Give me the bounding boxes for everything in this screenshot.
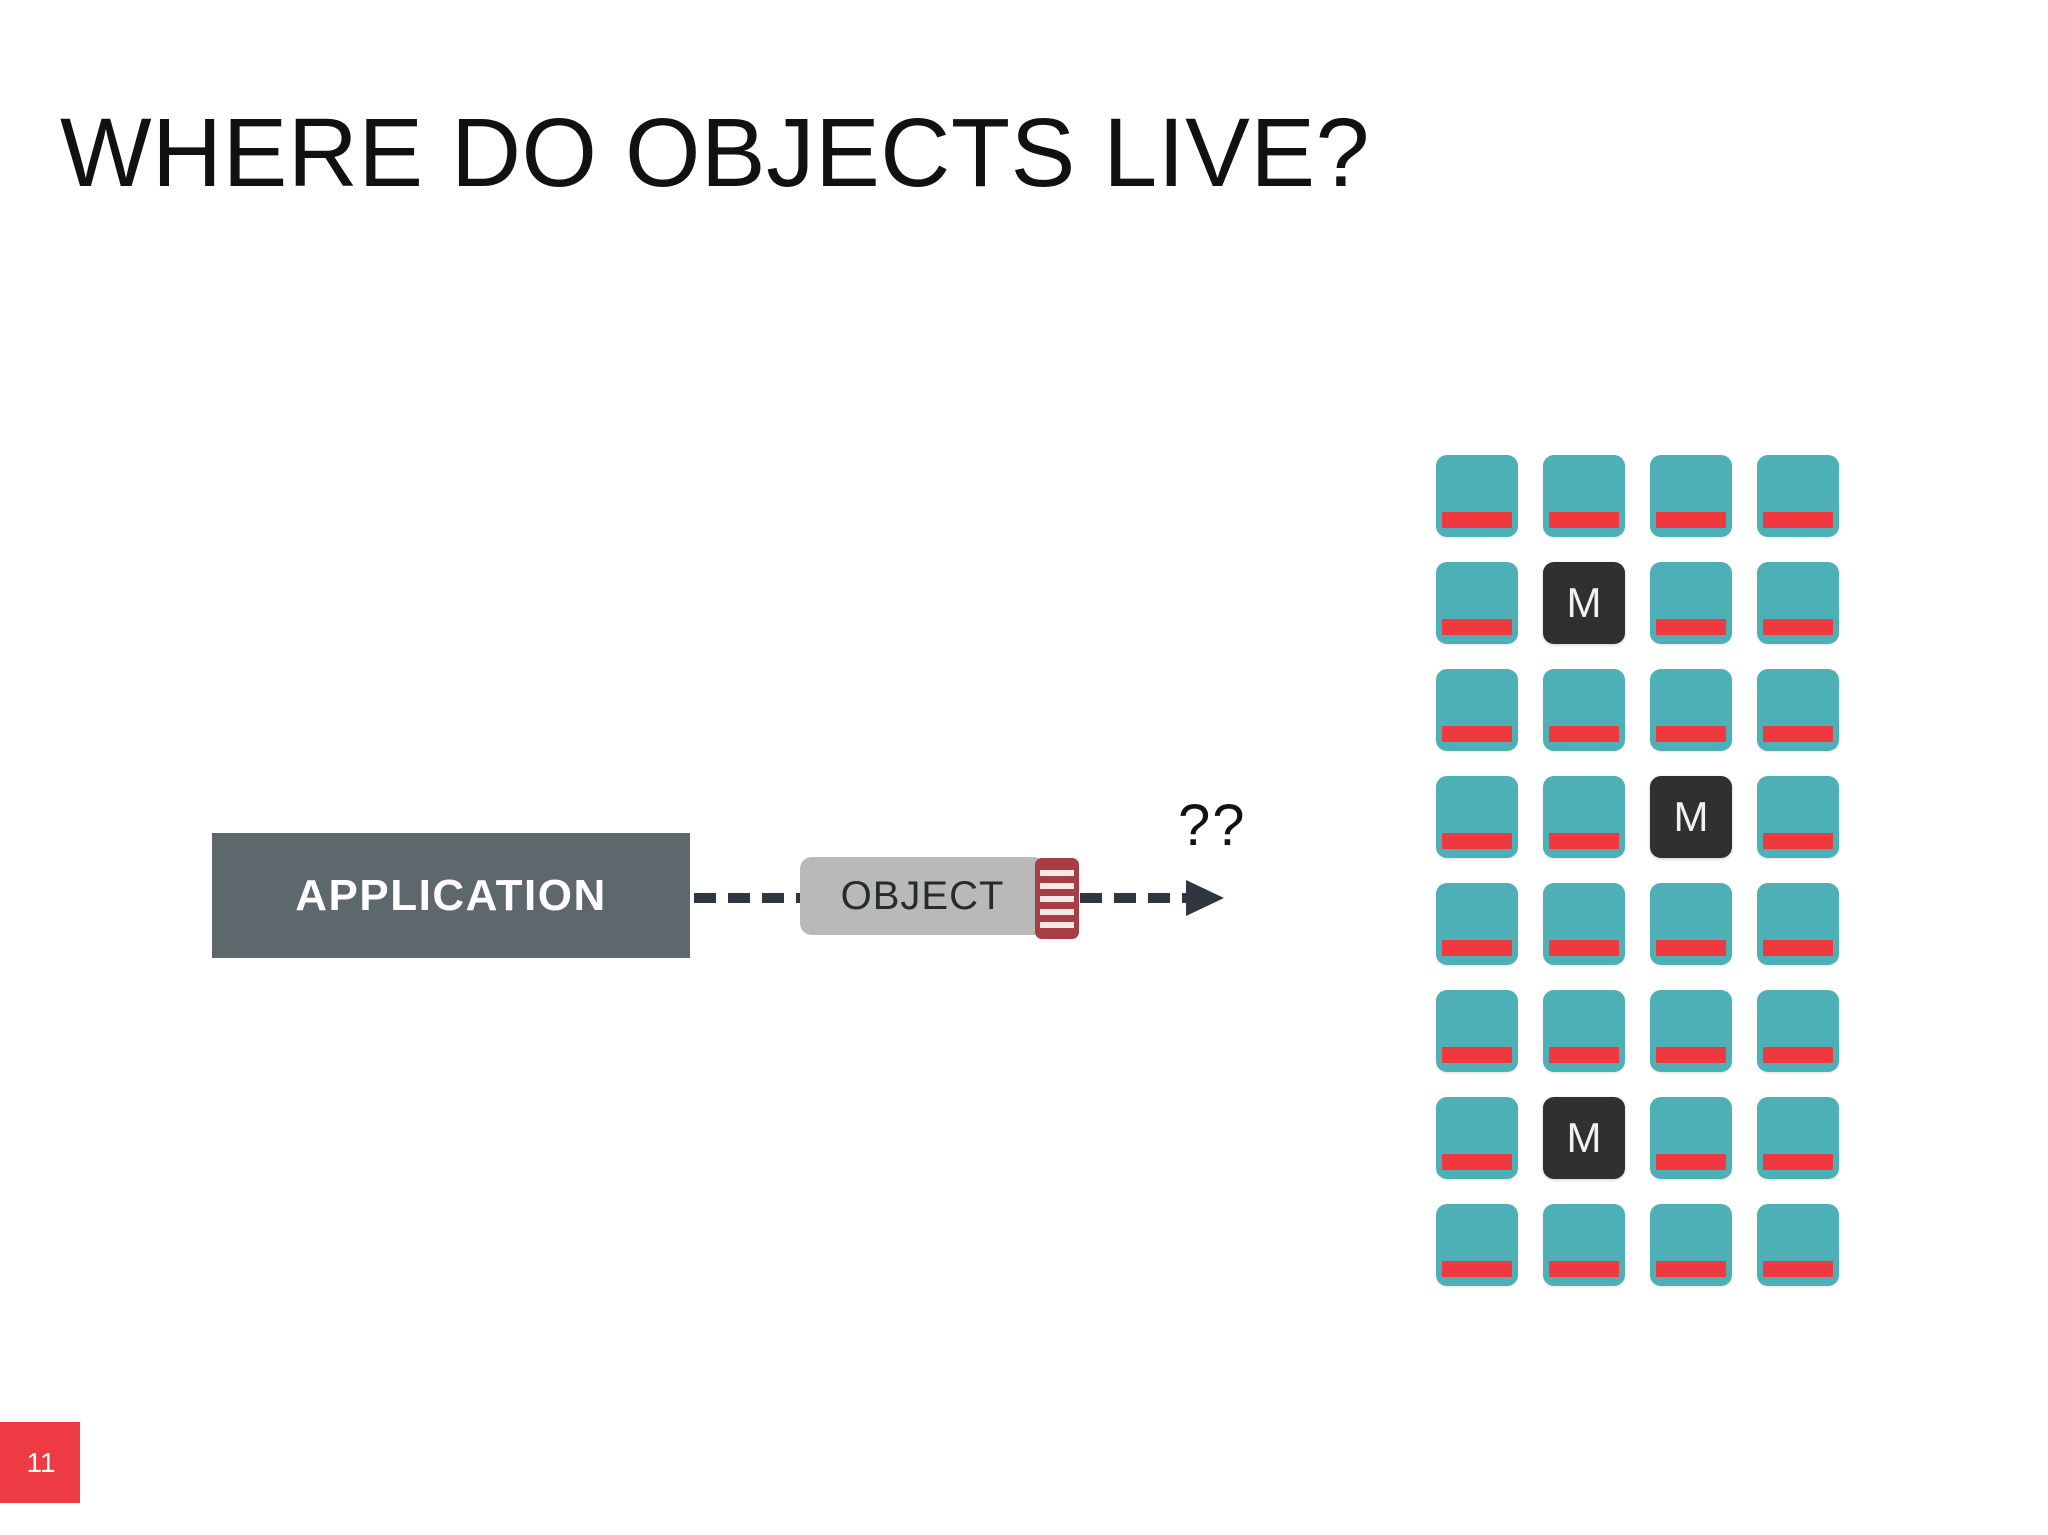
server-tile	[1757, 1204, 1839, 1286]
application-label: APPLICATION	[295, 870, 607, 920]
server-tile-status-bar	[1656, 1154, 1726, 1170]
server-tile-status-bar	[1549, 1047, 1619, 1063]
server-tile-status-bar	[1763, 619, 1833, 635]
server-tile-status-bar	[1549, 833, 1619, 849]
server-tile-status-bar	[1656, 1047, 1726, 1063]
server-tile-status-bar	[1763, 940, 1833, 956]
server-tile	[1650, 1097, 1732, 1179]
dashed-connector-object-to-unknown	[1080, 893, 1190, 903]
server-tile-status-bar	[1656, 1261, 1726, 1277]
server-tile	[1757, 1097, 1839, 1179]
server-tile-status-bar	[1442, 1047, 1512, 1063]
object-body: OBJECT	[800, 857, 1045, 935]
connector-stripe	[1040, 895, 1074, 902]
server-tile	[1650, 455, 1732, 537]
server-tile	[1757, 990, 1839, 1072]
server-tile	[1543, 1204, 1625, 1286]
server-tile-status-bar	[1442, 940, 1512, 956]
connector-stripe	[1040, 921, 1074, 928]
memory-tile: M	[1543, 1097, 1625, 1179]
application-box: APPLICATION	[212, 833, 690, 958]
server-tile-status-bar	[1763, 1261, 1833, 1277]
page-title: WHERE DO OBJECTS LIVE?	[60, 98, 1370, 207]
server-tile-status-bar	[1442, 1154, 1512, 1170]
server-tile-status-bar	[1442, 619, 1512, 635]
server-tile	[1757, 455, 1839, 537]
server-tile	[1650, 562, 1732, 644]
server-tile-status-bar	[1442, 512, 1512, 528]
server-tile	[1650, 990, 1732, 1072]
page-number-badge: 11	[0, 1422, 80, 1503]
server-tile-status-bar	[1549, 940, 1619, 956]
server-tile-status-bar	[1549, 1261, 1619, 1277]
server-tile	[1757, 776, 1839, 858]
server-tile	[1650, 669, 1732, 751]
server-tile	[1436, 776, 1518, 858]
server-tile-status-bar	[1656, 619, 1726, 635]
page-number-label: 11	[26, 1446, 56, 1478]
memory-tile-label: M	[1673, 793, 1709, 840]
server-tile-status-bar	[1656, 940, 1726, 956]
object-shape: OBJECT	[800, 857, 1079, 939]
server-tile-status-bar	[1442, 833, 1512, 849]
server-tile	[1543, 883, 1625, 965]
server-tile-status-bar	[1763, 1154, 1833, 1170]
connector-stripe	[1040, 882, 1074, 889]
server-tile	[1650, 1204, 1732, 1286]
server-tile	[1436, 1097, 1518, 1179]
memory-tile-label: M	[1566, 1114, 1602, 1161]
server-tile-status-bar	[1763, 726, 1833, 742]
server-tile	[1436, 562, 1518, 644]
memory-tile: M	[1543, 562, 1625, 644]
server-tile-status-bar	[1656, 726, 1726, 742]
memory-tile-label: M	[1566, 579, 1602, 626]
server-tile	[1436, 883, 1518, 965]
server-tile	[1436, 1204, 1518, 1286]
server-tile	[1436, 455, 1518, 537]
connector-stripe	[1040, 908, 1074, 915]
dashed-connector-application-to-object	[694, 893, 802, 903]
server-tile	[1757, 562, 1839, 644]
server-tile-status-bar	[1763, 1047, 1833, 1063]
server-tile-status-bar	[1442, 1261, 1512, 1277]
unknown-destination-label: ??	[1178, 793, 1247, 858]
server-tile	[1650, 883, 1732, 965]
server-tile-status-bar	[1549, 726, 1619, 742]
server-tile	[1757, 669, 1839, 751]
server-tile	[1543, 776, 1625, 858]
server-tile	[1543, 455, 1625, 537]
server-tile	[1436, 669, 1518, 751]
connector-stripe	[1040, 869, 1074, 876]
server-tile-status-bar	[1549, 512, 1619, 528]
object-label: OBJECT	[840, 873, 1005, 918]
arrow-right-icon	[1186, 880, 1224, 916]
server-tile	[1757, 883, 1839, 965]
server-tile-status-bar	[1763, 512, 1833, 528]
object-connector-icon	[1035, 858, 1079, 939]
server-tile	[1543, 669, 1625, 751]
server-tile-status-bar	[1442, 726, 1512, 742]
server-tile	[1543, 990, 1625, 1072]
memory-tile: M	[1650, 776, 1732, 858]
server-tile-status-bar	[1763, 833, 1833, 849]
server-tile	[1436, 990, 1518, 1072]
server-grid: M M M	[1436, 455, 1839, 1286]
server-tile-status-bar	[1656, 512, 1726, 528]
